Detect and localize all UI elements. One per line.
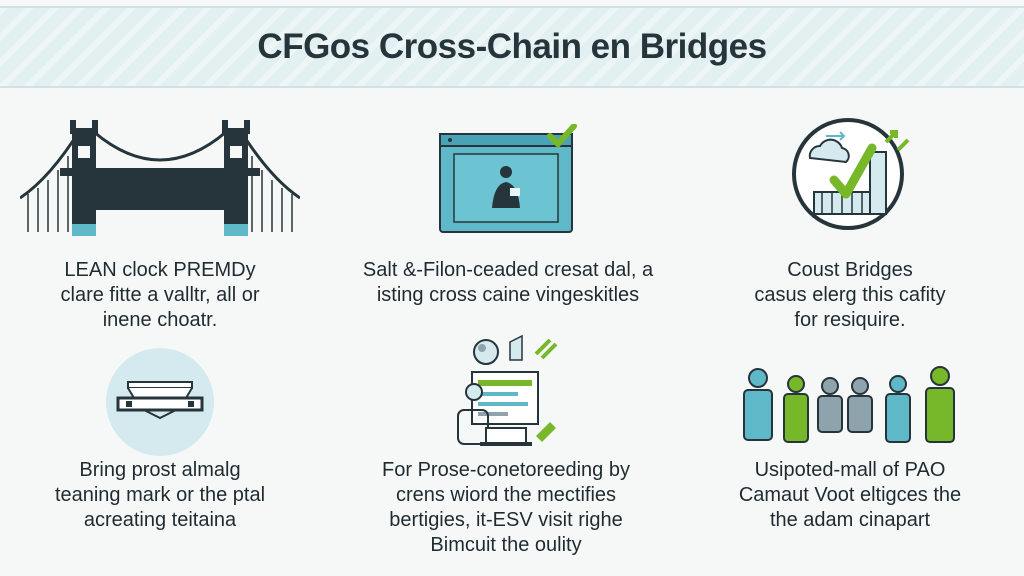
item-caption-3: Coust Bridges casus elerg this cafity fo… — [754, 259, 946, 331]
item-caption-6: Usipoted-mall of PAO Camaut Voot eltigce… — [738, 459, 962, 531]
item-caption-2: Salt &-Filon-ceaded cresat dal, a isting… — [362, 259, 654, 306]
cloud-checkmark-circle-icon — [786, 112, 916, 232]
suspension-bridge-icon — [20, 118, 300, 240]
item-caption-1: LEAN clock PREMDy clare fitte a valltr, … — [60, 259, 260, 331]
item-caption-5: For Prose-conetoreeding by crens wiord t… — [382, 459, 630, 556]
bridge-deck-circle-icon — [104, 346, 216, 458]
browser-window-user-icon — [438, 124, 578, 236]
page-title: CFGos Cross-Chain en Bridges — [257, 27, 767, 66]
item-caption-4: Bring prost almalg teaning mark or the p… — [54, 459, 266, 531]
community-people-icon — [736, 366, 962, 448]
network-devices-icon — [452, 332, 572, 452]
title-banner: CFGos Cross-Chain en Bridges — [0, 6, 1024, 88]
